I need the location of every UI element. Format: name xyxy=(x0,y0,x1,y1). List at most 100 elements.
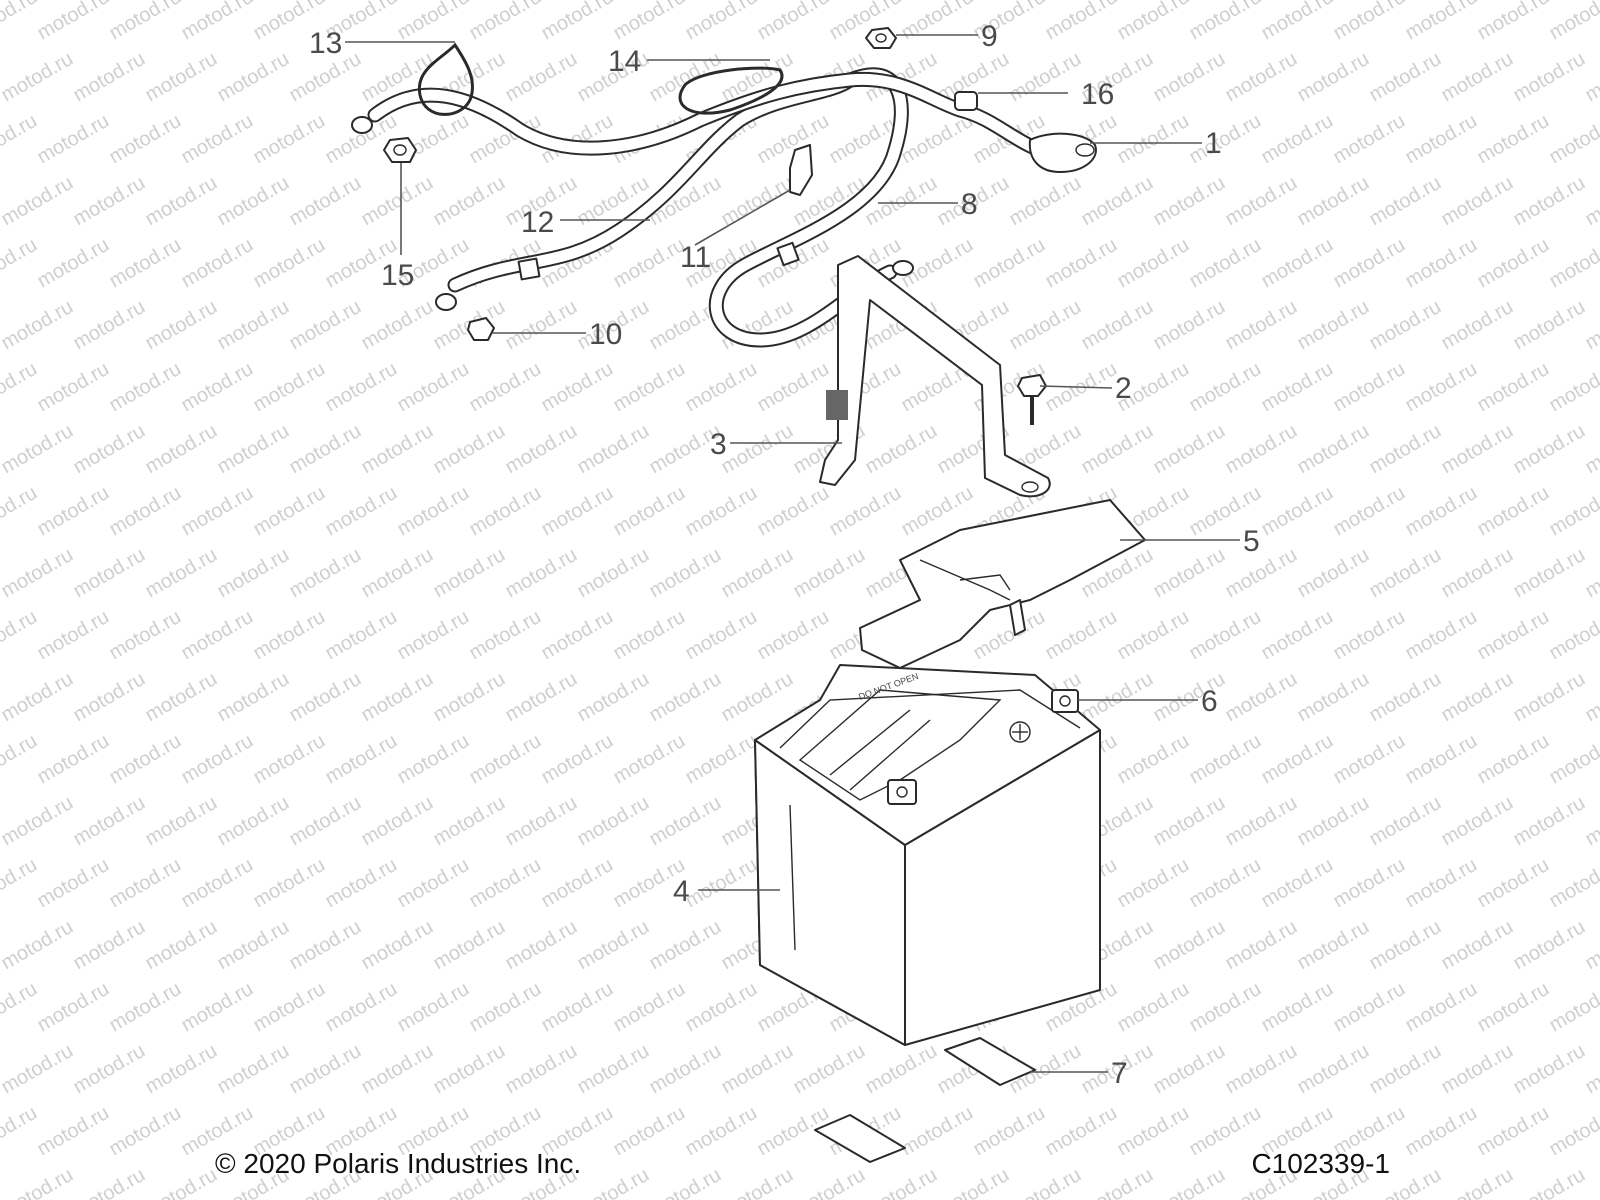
watermark-text: motod.ru xyxy=(1546,358,1600,417)
watermark-text: motod.ru xyxy=(1366,420,1445,479)
watermark-text: motod.ru xyxy=(610,1102,689,1161)
watermark-text: motod.ru xyxy=(646,1164,725,1200)
watermark-text: motod.ru xyxy=(1510,296,1589,355)
watermark-text: motod.ru xyxy=(106,482,185,541)
watermark-text: motod.ru xyxy=(1006,48,1085,107)
watermark-text: motod.ru xyxy=(1150,1164,1229,1200)
watermark-text: motod.ru xyxy=(1222,544,1301,603)
watermark-text: motod.ru xyxy=(358,916,437,975)
watermark-text: motod.ru xyxy=(430,668,509,727)
watermark-text: motod.ru xyxy=(1402,234,1481,293)
watermark-text: motod.ru xyxy=(0,234,41,293)
watermark-text: motod.ru xyxy=(1114,234,1193,293)
callout-6: 6 xyxy=(1201,685,1218,718)
watermark-text: motod.ru xyxy=(538,0,617,44)
watermark-text: motod.ru xyxy=(142,916,221,975)
watermark-text: motod.ru xyxy=(286,296,365,355)
watermark-text: motod.ru xyxy=(286,916,365,975)
watermark-text: motod.ru xyxy=(1474,854,1553,913)
watermark-text: motod.ru xyxy=(1258,358,1337,417)
watermark-text: motod.ru xyxy=(1186,358,1265,417)
watermark-text: motod.ru xyxy=(790,1164,869,1200)
watermark-text: motod.ru xyxy=(1330,978,1409,1037)
watermark-text: motod.ru xyxy=(574,668,653,727)
watermark-text: motod.ru xyxy=(106,110,185,169)
watermark-text: motod.ru xyxy=(1114,0,1193,44)
watermark-text: motod.ru xyxy=(574,544,653,603)
watermark-text: motod.ru xyxy=(502,916,581,975)
watermark-text: motod.ru xyxy=(1294,792,1373,851)
callout-5: 5 xyxy=(1243,525,1260,558)
watermark-text: motod.ru xyxy=(430,916,509,975)
watermark-text: motod.ru xyxy=(1186,606,1265,665)
watermark-text: motod.ru xyxy=(1006,296,1085,355)
watermark-text: motod.ru xyxy=(250,482,329,541)
watermark-text: motod.ru xyxy=(574,916,653,975)
watermark-text: motod.ru xyxy=(574,1164,653,1200)
watermark-text: motod.ru xyxy=(142,544,221,603)
watermark-text: motod.ru xyxy=(1474,110,1553,169)
watermark-text: motod.ru xyxy=(1402,482,1481,541)
watermark-text: motod.ru xyxy=(106,978,185,1037)
watermark-text: motod.ru xyxy=(718,172,797,231)
watermark-text: motod.ru xyxy=(646,48,725,107)
watermark-text: motod.ru xyxy=(1510,1040,1589,1099)
watermark-text: motod.ru xyxy=(682,606,761,665)
watermark-text: motod.ru xyxy=(0,110,41,169)
watermark-text: motod.ru xyxy=(1474,978,1553,1037)
watermark-text: motod.ru xyxy=(466,854,545,913)
watermark-text: motod.ru xyxy=(1402,358,1481,417)
watermark-text: motod.ru xyxy=(70,668,149,727)
watermark-text: motod.ru xyxy=(142,296,221,355)
watermark-text: motod.ru xyxy=(142,1040,221,1099)
watermark-text: motod.ru xyxy=(610,730,689,789)
watermark-text: motod.ru xyxy=(1078,668,1157,727)
watermark-text: motod.ru xyxy=(1546,110,1600,169)
watermark-text: motod.ru xyxy=(754,606,833,665)
watermark-text: motod.ru xyxy=(322,730,401,789)
watermark-text: motod.ru xyxy=(70,1164,149,1200)
watermark-text: motod.ru xyxy=(178,0,257,44)
watermark-text: motod.ru xyxy=(286,792,365,851)
watermark-text: motod.ru xyxy=(106,606,185,665)
watermark-text: motod.ru xyxy=(1438,916,1517,975)
watermark-text: motod.ru xyxy=(898,1102,977,1161)
watermark-text: motod.ru xyxy=(34,1102,113,1161)
watermark-text: motod.ru xyxy=(1582,1040,1600,1099)
callout-9: 9 xyxy=(981,20,998,53)
watermark-text: motod.ru xyxy=(34,606,113,665)
watermark-text: motod.ru xyxy=(1510,172,1589,231)
watermark-text: motod.ru xyxy=(430,420,509,479)
watermark-text: motod.ru xyxy=(1258,110,1337,169)
watermark-text: motod.ru xyxy=(214,172,293,231)
watermark-text: motod.ru xyxy=(1222,296,1301,355)
watermark-text: motod.ru xyxy=(1294,668,1373,727)
watermark-text: motod.ru xyxy=(538,606,617,665)
watermark-text: motod.ru xyxy=(106,1102,185,1161)
watermark-text: motod.ru xyxy=(1366,172,1445,231)
watermark-text: motod.ru xyxy=(106,234,185,293)
watermark-text: motod.ru xyxy=(1582,172,1600,231)
watermark-text: motod.ru xyxy=(682,854,761,913)
watermark-text: motod.ru xyxy=(0,0,41,44)
watermark-text: motod.ru xyxy=(1186,234,1265,293)
watermark-text: motod.ru xyxy=(1258,482,1337,541)
watermark-text: motod.ru xyxy=(1510,544,1589,603)
watermark-text: motod.ru xyxy=(214,296,293,355)
watermark-text: motod.ru xyxy=(1366,1040,1445,1099)
watermark-text: motod.ru xyxy=(178,110,257,169)
tie-strap-13 xyxy=(417,42,474,116)
watermark-text: motod.ru xyxy=(790,544,869,603)
watermark-text: motod.ru xyxy=(70,420,149,479)
watermark-text: motod.ru xyxy=(466,358,545,417)
watermark-text: motod.ru xyxy=(214,48,293,107)
watermark-text: motod.ru xyxy=(322,482,401,541)
callout-labels: 1 2 3 4 5 6 7 8 9 10 11 12 13 14 15 16 xyxy=(309,20,1260,1090)
watermark-text: motod.ru xyxy=(0,420,77,479)
callout-4: 4 xyxy=(673,875,690,908)
watermark-text: motod.ru xyxy=(1366,668,1445,727)
watermark-text: motod.ru xyxy=(1006,1164,1085,1200)
battery-terminal-6 xyxy=(1051,689,1079,713)
callout-16: 16 xyxy=(1081,78,1114,111)
watermark-text: motod.ru xyxy=(250,854,329,913)
